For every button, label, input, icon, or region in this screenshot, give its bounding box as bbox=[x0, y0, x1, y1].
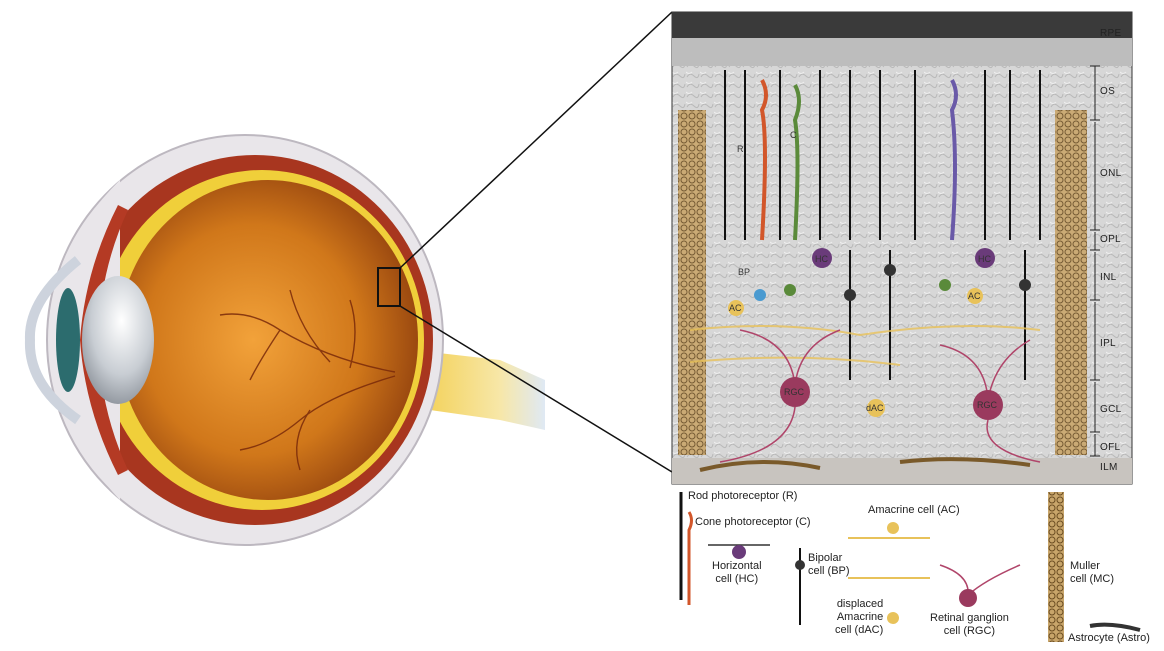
legend-astrocyte: Astrocyte (Astro) bbox=[1068, 632, 1150, 645]
cone-icon bbox=[689, 512, 692, 605]
astrocyte-icon bbox=[1090, 625, 1140, 630]
label-rod: R bbox=[737, 144, 744, 154]
legend-rod: Rod photoreceptor (R) bbox=[688, 490, 797, 503]
legend-cone: Cone photoreceptor (C) bbox=[695, 516, 811, 529]
muller-cell bbox=[1055, 110, 1087, 455]
label-horizontal-2: HC bbox=[978, 254, 991, 264]
layer-ofl: OFL bbox=[1100, 442, 1120, 453]
legend-displaced-amacrine: displaced Amacrine cell (dAC) bbox=[835, 598, 883, 638]
zoom-line-top bbox=[400, 12, 672, 268]
label-ganglion-2: RGC bbox=[977, 400, 998, 410]
layer-rpe: RPE bbox=[1100, 28, 1121, 39]
layer-inl: INL bbox=[1100, 272, 1116, 283]
ganglion-icon bbox=[940, 565, 1020, 607]
layer-ilm: ILM bbox=[1100, 462, 1118, 473]
legend-ganglion: Retinal ganglion cell (RGC) bbox=[930, 612, 1009, 638]
retina-cross-section: R C BP HC HC AC AC RGC RGC dAC bbox=[672, 12, 1132, 484]
label-amacrine: AC bbox=[729, 303, 742, 313]
legend-muller: Muller cell (MC) bbox=[1070, 560, 1114, 586]
label-amacrine-2: AC bbox=[968, 291, 981, 301]
bipolar-icon bbox=[795, 548, 805, 625]
layer-ipl: IPL bbox=[1100, 338, 1116, 349]
vitreous bbox=[118, 180, 418, 500]
label-horizontal: HC bbox=[815, 254, 828, 264]
legend-amacrine: Amacrine cell (AC) bbox=[868, 504, 960, 517]
label-displaced-amacrine: dAC bbox=[866, 403, 884, 413]
layer-os: OS bbox=[1100, 86, 1115, 97]
muller-icon bbox=[1048, 492, 1064, 642]
label-bipolar: BP bbox=[738, 267, 750, 277]
label-cone: C bbox=[790, 130, 797, 140]
layer-gcl: GCL bbox=[1100, 404, 1121, 415]
lens bbox=[82, 276, 154, 404]
iris-pigment bbox=[56, 288, 80, 392]
legend-bipolar: Bipolar cell (BP) bbox=[808, 552, 850, 578]
rpe-band bbox=[672, 12, 1132, 42]
horizontal-icon bbox=[708, 545, 770, 559]
legend-horizontal: Horizontal cell (HC) bbox=[712, 560, 762, 586]
muller-cell bbox=[678, 110, 706, 455]
label-ganglion: RGC bbox=[784, 387, 805, 397]
eye-illustration bbox=[30, 135, 545, 545]
layer-onl: ONL bbox=[1100, 168, 1121, 179]
amacrine-icon bbox=[848, 522, 930, 538]
layer-opl: OPL bbox=[1100, 234, 1121, 245]
